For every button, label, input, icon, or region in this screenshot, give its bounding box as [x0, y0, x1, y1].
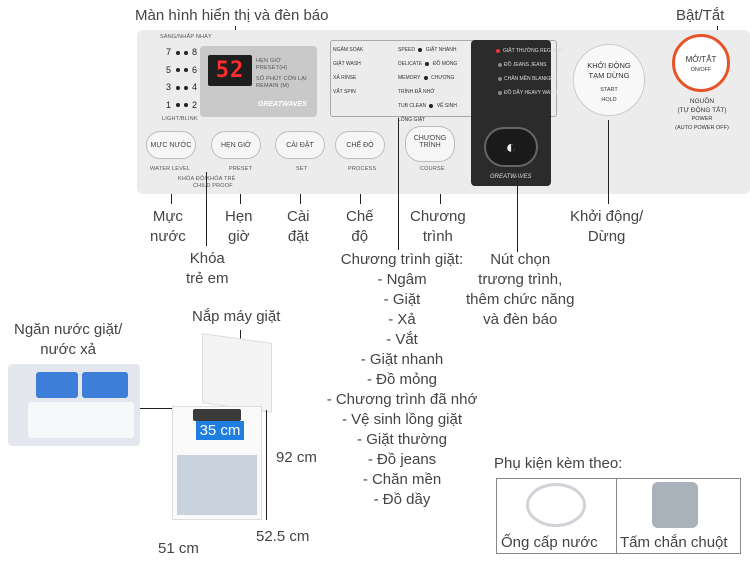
timer-button[interactable]: HẸN GIỜ [211, 131, 261, 159]
leader-line [300, 194, 301, 204]
side-label: 52.5 cm [256, 528, 310, 545]
power-button[interactable]: MỞ/TẮT ON/OFF [672, 34, 730, 92]
brand-logo: GREATWAVES [258, 101, 307, 108]
mouse-guard-image [652, 482, 698, 528]
depth-label: 35 cm [196, 421, 244, 440]
indicator-box [330, 40, 557, 117]
accessory-hose-label: Ống cấp nước [501, 534, 598, 551]
callout-start: Khởi động/Dừng [570, 208, 644, 245]
course-button[interactable]: CHƯƠNG TRÌNH [405, 126, 455, 162]
machine-lid [202, 333, 272, 413]
height-dimension-line [266, 410, 267, 520]
leader-line [360, 194, 361, 204]
light-blink-label: LIGHT/BLINK [162, 116, 198, 122]
course-lights-left: SPEED GIẶT NHANH DELICATE ĐỒ MỎNG MEMORY… [398, 47, 458, 123]
leader-line [398, 118, 399, 250]
brightness-label: SÁNG/NHẤP NHÁY [160, 34, 212, 40]
child-lock-sub: CHILD PROOF [193, 183, 233, 189]
accessory-guard-label: Tấm chắn chuột [620, 534, 728, 551]
course-sub: COURSE [420, 166, 445, 172]
power-caption: NGUỒN (TỰ ĐỘNG TẮT) POWER (AUTO POWER OF… [675, 98, 729, 131]
selector-dial-button[interactable]: ◐ [484, 127, 538, 167]
accessories-box [496, 478, 741, 554]
start-pause-button[interactable]: KHỞI ĐỘNG TẠM DỪNG START HOLD [573, 44, 645, 116]
water-level-indicators: 7 8 5 6 3 4 1 2 [166, 47, 198, 110]
accessories-title: Phụ kiện kèm theo: [494, 455, 623, 472]
leader-line [171, 194, 172, 204]
leader-line [206, 172, 207, 246]
programs-list: Chương trình giặt: - Ngâm - Giặt - Xả - … [326, 251, 478, 508]
timer-sub: PRESET [229, 166, 253, 172]
width-label: 51 cm [158, 540, 199, 557]
process-button[interactable]: CHẾ ĐỘ [335, 131, 385, 159]
setup-sub: SET [296, 166, 308, 172]
accessories-divider [616, 478, 617, 554]
setup-button[interactable]: CÀI ĐẶT [275, 131, 325, 159]
course-lights-right: GIẶT THƯỜNG REGULAR ĐỒ JEANS JEANS CHĂN … [496, 44, 564, 100]
detergent-drawer-image [8, 364, 140, 446]
process-lights: NGÂM SOAK GIẶT WASH XẢ RINSE VẮT SPIN [333, 47, 364, 95]
process-sub: PROCESS [348, 166, 377, 172]
water-level-sub: WATER LEVEL [150, 166, 191, 172]
callout-power: Bật/Tắt [676, 7, 725, 24]
hose-image [526, 483, 586, 527]
callout-display: Màn hình hiển thị và đèn báo [135, 7, 329, 24]
leader-line [608, 120, 609, 204]
leader-line [140, 408, 200, 409]
callout-drawer: Ngăn nước giặt/nước xả [14, 321, 123, 358]
height-label: 92 cm [276, 449, 317, 466]
water-level-button[interactable]: MỰC NƯỚC [146, 131, 196, 159]
lcd-display: 52 [208, 55, 252, 86]
callout-selector: Nút chọn trương trình, thêm chức năng và… [466, 251, 575, 328]
leader-line [240, 194, 241, 204]
leader-line [517, 170, 518, 252]
leader-line [440, 194, 441, 204]
selector-brand: GREATWAVES [490, 174, 532, 180]
callout-lid: Nắp máy giặt [192, 308, 281, 325]
